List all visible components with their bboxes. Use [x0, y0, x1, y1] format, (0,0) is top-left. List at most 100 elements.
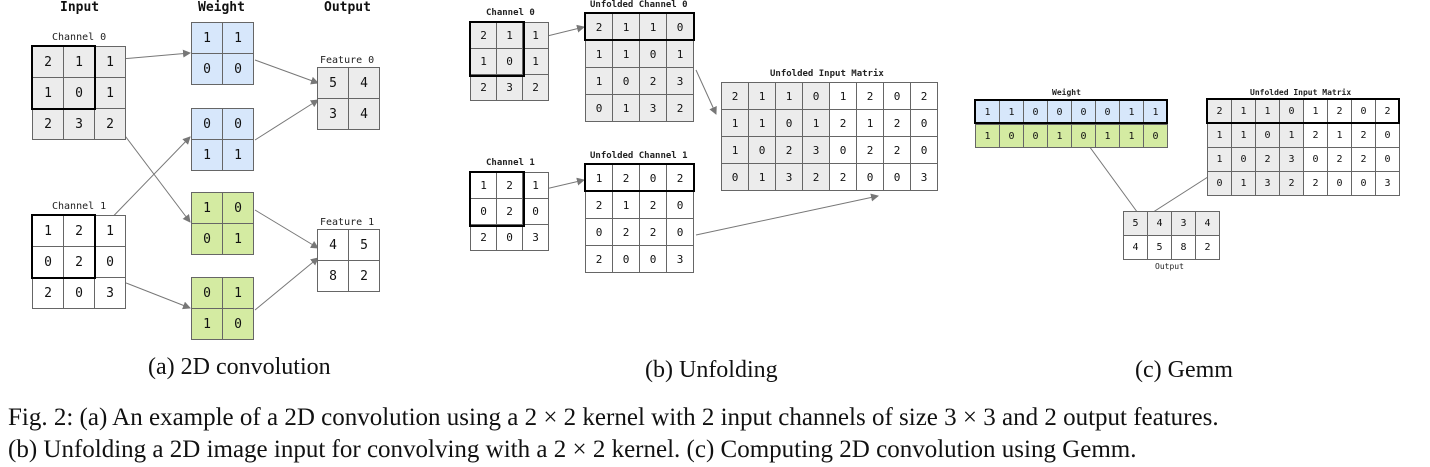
- matrix-cell: 0: [586, 219, 613, 246]
- matrix-cell: 2: [1352, 148, 1376, 172]
- matrix-cell: 1: [95, 216, 126, 247]
- matrix-cell: 1: [1144, 101, 1168, 124]
- channel-1-label: Channel 1: [486, 158, 535, 168]
- matrix-cell: 0: [1144, 125, 1168, 148]
- matrix-cell: 2: [64, 247, 95, 278]
- matrix-cell: 3: [667, 68, 694, 95]
- matrix-cell: 3: [776, 164, 803, 191]
- matrix-cell: 1: [722, 110, 749, 137]
- matrix-cell: 2: [523, 75, 549, 101]
- matrix-cell: 0: [613, 246, 640, 273]
- matrix-cell: 3: [497, 75, 523, 101]
- matrix-cell: 1: [1120, 101, 1144, 124]
- matrix-cell: 0: [1376, 124, 1400, 148]
- matrix-cell: 0: [1304, 148, 1328, 172]
- matrix-cell: 2: [586, 246, 613, 273]
- matrix-cell: 1: [523, 23, 549, 49]
- matrix-cell: 0: [1256, 124, 1280, 148]
- matrix-cell: 2: [613, 219, 640, 246]
- matrix-cell: 2: [471, 75, 497, 101]
- matrix-cell: 2: [33, 109, 64, 140]
- matrix-cell: 2: [667, 165, 694, 192]
- matrix-cell: 2: [830, 164, 857, 191]
- matrix-cell: 1: [722, 137, 749, 164]
- matrix-cell: 0: [722, 164, 749, 191]
- matrix-cell: 2: [776, 137, 803, 164]
- matrix-cell: 2: [471, 23, 497, 49]
- matrix-cell: 0: [1024, 101, 1048, 124]
- matrix-cell: 5: [349, 230, 380, 261]
- matrix-cell: 2: [33, 278, 64, 309]
- matrix-cell: 0: [776, 110, 803, 137]
- matrix-cell: 1: [640, 14, 667, 41]
- matrix-cell: 0: [1024, 125, 1048, 148]
- input-header: Input: [60, 0, 100, 15]
- matrix-cell: 1: [523, 49, 549, 75]
- matrix-cell: 3: [1256, 172, 1280, 196]
- matrix-cell: 2: [1376, 100, 1400, 124]
- matrix-cell: 0: [192, 224, 223, 255]
- matrix-cell: 0: [1280, 100, 1304, 124]
- arrow: [254, 209, 319, 249]
- matrix-cell: 2: [586, 14, 613, 41]
- matrix-cell: 2: [64, 216, 95, 247]
- matrix-cell: 1: [1208, 124, 1232, 148]
- matrix-cell: 0: [471, 199, 497, 225]
- matrix-cell: 2: [911, 83, 938, 110]
- matrix-cell: 0: [586, 95, 613, 122]
- matrix-cell: 1: [1232, 124, 1256, 148]
- matrix-cell: 1: [64, 47, 95, 78]
- matrix-cell: 2: [640, 219, 667, 246]
- matrix-cell: 0: [64, 78, 95, 109]
- channel-1-label: Channel 1: [52, 201, 107, 212]
- channel-0-label: Channel 0: [52, 32, 107, 43]
- matrix-cell: 3: [95, 278, 126, 309]
- matrix-cell: 0: [1000, 125, 1024, 148]
- matrix-cell: 3: [1172, 212, 1196, 236]
- matrix-cell: 2: [722, 83, 749, 110]
- matrix-cell: 1: [1256, 100, 1280, 124]
- matrix-cell: 2: [1280, 172, 1304, 196]
- matrix-cell: 0: [1072, 125, 1096, 148]
- matrix-cell: 1: [667, 41, 694, 68]
- matrix-cell: 1: [1304, 100, 1328, 124]
- arrow: [254, 257, 319, 311]
- matrix-cell: 0: [884, 83, 911, 110]
- matrix-cell: 1: [830, 83, 857, 110]
- matrix-cell: 0: [1376, 148, 1400, 172]
- matrix-cell: 1: [613, 192, 640, 219]
- matrix-cell: 0: [223, 309, 254, 340]
- matrix-cell: 1: [1280, 124, 1304, 148]
- unfolded-channel-0-label: Unfolded Channel 0: [590, 0, 688, 10]
- matrix-cell: 0: [223, 193, 254, 224]
- matrix-cell: 4: [349, 99, 380, 130]
- matrix-cell: 0: [223, 109, 254, 140]
- matrix-cell: 8: [318, 261, 349, 292]
- feature-1-label: Feature 1: [320, 217, 375, 228]
- matrix-cell: 1: [586, 68, 613, 95]
- matrix-cell: 1: [1232, 100, 1256, 124]
- matrix-cell: 0: [640, 246, 667, 273]
- matrix-cell: 2: [667, 95, 694, 122]
- matrix-cell: 0: [1048, 101, 1072, 124]
- matrix-cell: 0: [95, 247, 126, 278]
- caption-c: (c) Gemm: [1135, 357, 1233, 383]
- matrix-cell: 1: [523, 173, 549, 199]
- matrix-cell: 2: [95, 109, 126, 140]
- figure-caption-line-1: Fig. 2: (a) An example of a 2D convoluti…: [8, 404, 1219, 431]
- matrix-cell: 5: [1148, 236, 1172, 260]
- matrix-cell: 0: [1352, 172, 1376, 196]
- matrix-cell: 2: [857, 137, 884, 164]
- matrix-cell: 3: [64, 109, 95, 140]
- matrix-cell: 2: [1256, 148, 1280, 172]
- matrix-cell: 2: [33, 47, 64, 78]
- matrix-cell: 2: [884, 137, 911, 164]
- matrix-cell: 2: [884, 110, 911, 137]
